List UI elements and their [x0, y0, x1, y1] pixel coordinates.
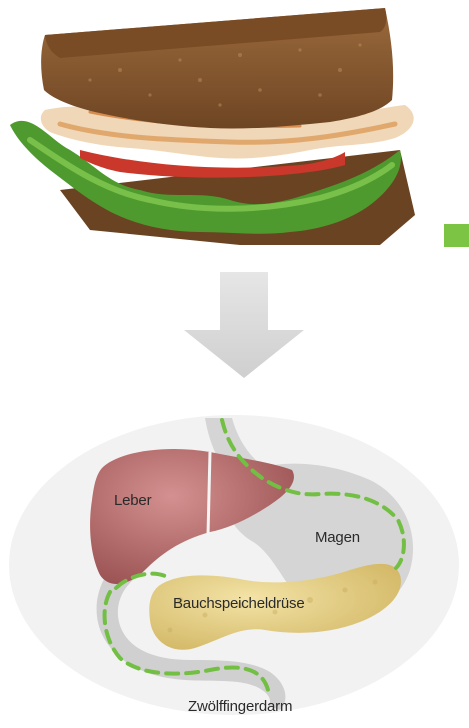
- digestive-organs-illustration: [9, 415, 459, 715]
- duodenum-label: Zwölffingerdarm: [188, 698, 292, 715]
- liver-label: Leber: [114, 492, 151, 509]
- navigation-marker: [444, 224, 469, 247]
- down-arrow-icon: [184, 272, 304, 378]
- sandwich-illustration: [10, 8, 415, 245]
- pancreas-label: Bauchspeicheldrüse: [173, 595, 305, 612]
- stomach-label: Magen: [315, 529, 360, 546]
